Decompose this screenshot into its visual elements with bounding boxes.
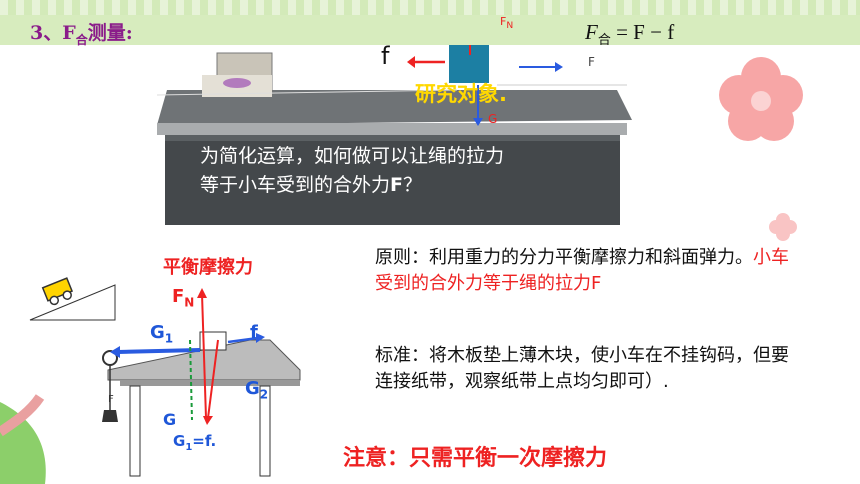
diagram-relation-label: G1=f. bbox=[173, 432, 217, 453]
leaf-decoration-icon bbox=[0, 394, 46, 484]
question-line-1: 为简化运算，如何做可以让绳的拉力 bbox=[200, 145, 505, 167]
incline-cart-icon bbox=[29, 277, 116, 321]
diagram-g1-label: G1 bbox=[150, 322, 174, 346]
section-title-tail: 测量: bbox=[87, 22, 133, 44]
note-text: 注意：只需平衡一次摩擦力 bbox=[343, 446, 608, 471]
formula-lhs-sub: 合 bbox=[597, 32, 611, 48]
standard-text: 标准：将木板垫上薄木块，使小车在不挂钩码，但要连接纸带，观察纸带上点均匀即可）. bbox=[375, 345, 789, 392]
diagram-f-label: f bbox=[250, 322, 258, 343]
net-force-formula: F合 = F − f bbox=[585, 20, 674, 48]
gravity-label: G bbox=[488, 112, 498, 126]
top-stripe bbox=[0, 0, 860, 18]
balance-friction-title: 平衡摩擦力 bbox=[163, 257, 253, 278]
research-object-label: 研究对象. bbox=[415, 82, 507, 106]
force-diagram bbox=[102, 288, 301, 477]
section-title-main: F bbox=[62, 22, 76, 44]
formula-rhs: = F − f bbox=[616, 20, 675, 44]
section-number: 3、 bbox=[30, 22, 63, 44]
small-flower-icon bbox=[769, 213, 797, 241]
principle-text: 原则：利用重力的分力平衡摩擦力和斜面弹力。小车受到的合外力等于绳的拉力F bbox=[375, 245, 805, 297]
question-line-2: 等于小车受到的合外力F？ bbox=[200, 174, 423, 196]
principle-black: 原则：利用重力的分力平衡摩擦力和斜面弹力。 bbox=[375, 247, 753, 268]
diagram-g2-label: G2 bbox=[245, 378, 269, 402]
diagram-fn-label: FN bbox=[172, 286, 195, 310]
section-title: 3、F合测量: bbox=[30, 18, 133, 48]
principle-red: 小车受到的合外力等于绳的拉力F bbox=[375, 247, 789, 294]
diagram-hanging-label: F bbox=[108, 394, 114, 405]
diagram-g-label: G bbox=[163, 410, 177, 429]
experiment-photo bbox=[157, 45, 632, 225]
plum-flower-icon bbox=[719, 57, 803, 141]
title-band bbox=[0, 15, 860, 45]
friction-label: f bbox=[381, 42, 390, 70]
normal-force-label: FN bbox=[500, 15, 514, 32]
formula-lhs: F bbox=[585, 20, 598, 44]
pull-force-label: F bbox=[588, 55, 595, 69]
section-title-sub: 合 bbox=[75, 32, 88, 47]
question-text: 为简化运算，如何做可以让绳的拉力 等于小车受到的合外力F？ bbox=[200, 142, 630, 200]
